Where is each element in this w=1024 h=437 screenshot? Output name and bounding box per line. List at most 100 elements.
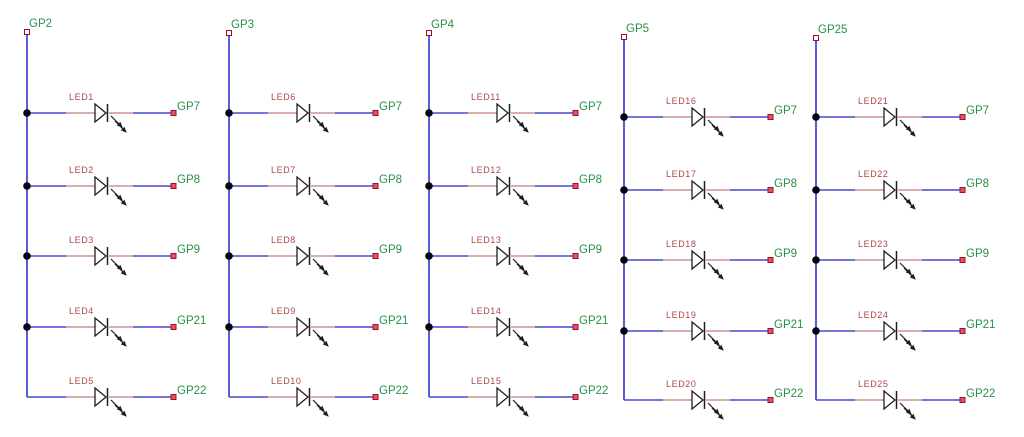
led-emission-arrowhead-icon (717, 203, 724, 210)
led-emission-arrowhead-icon (116, 405, 123, 412)
led-ref-label: LED1 (69, 92, 94, 102)
led-emission-arrowhead-icon (909, 203, 916, 210)
source-terminal-pin-icon (226, 30, 232, 36)
target-terminal-pin-icon (959, 257, 966, 263)
junction-dot-icon (812, 327, 820, 335)
target-net-label: GP7 (379, 101, 402, 113)
junction-dot-icon (425, 109, 433, 117)
led-ref-label: LED20 (666, 379, 697, 389)
led-ref-label: LED10 (271, 376, 302, 386)
source-terminal-pin-icon (813, 35, 819, 41)
diode-triangle-icon (883, 179, 897, 201)
led-ref-label: LED17 (666, 169, 697, 179)
led-emission-arrowhead-icon (905, 125, 912, 132)
led-emission-arrowhead-icon (905, 268, 912, 275)
junction-dot-icon (812, 113, 820, 121)
target-net-label: GP7 (774, 105, 797, 117)
target-terminal-pin-icon (372, 110, 379, 116)
led-emission-arrowhead-icon (322, 199, 329, 206)
led-ref-label: LED18 (666, 239, 697, 249)
target-terminal-pin-icon (572, 253, 579, 259)
led-emission-arrowhead-icon (318, 335, 325, 342)
diode-triangle-icon (883, 106, 897, 128)
diode-triangle-icon (496, 175, 510, 197)
target-net-label: GP9 (379, 244, 402, 256)
junction-dot-icon (23, 109, 31, 117)
target-net-label: GP22 (177, 385, 206, 397)
led-column-GP3: GP3LED6GP7LED7GP8LED8GP9LED9GP21LED10GP2… (225, 19, 408, 417)
diode-triangle-icon (883, 249, 897, 271)
target-terminal-pin-icon (959, 187, 966, 193)
led-emission-arrowhead-icon (518, 121, 525, 128)
target-net-label: GP7 (177, 101, 200, 113)
led-ref-label: LED14 (471, 306, 502, 316)
junction-dot-icon (620, 327, 628, 335)
led-ref-label: LED3 (69, 235, 94, 245)
target-net-label: GP22 (966, 388, 995, 400)
diode-triangle-icon (94, 102, 108, 124)
target-terminal-pin-icon (959, 114, 966, 120)
led-emission-arrowhead-icon (120, 269, 127, 276)
diode-triangle-icon (883, 389, 897, 411)
led-ref-label: LED11 (471, 92, 501, 102)
target-terminal-pin-icon (767, 114, 774, 120)
source-net-label: GP2 (29, 18, 52, 30)
target-net-label: GP22 (379, 385, 408, 397)
led-emission-arrowhead-icon (322, 126, 329, 133)
target-net-label: GP21 (966, 319, 995, 331)
led-emission-arrowhead-icon (905, 408, 912, 415)
led-ref-label: LED4 (69, 306, 94, 316)
led-emission-arrowhead-icon (713, 125, 720, 132)
led-emission-arrowhead-icon (522, 340, 529, 347)
led-ref-label: LED22 (858, 169, 889, 179)
target-terminal-pin-icon (572, 324, 579, 330)
led-emission-arrowhead-icon (717, 413, 724, 420)
target-terminal-pin-icon (170, 253, 177, 259)
source-terminal-pin-icon (24, 29, 30, 35)
target-net-label: GP21 (379, 315, 408, 327)
junction-dot-icon (620, 113, 628, 121)
junction-dot-icon (425, 323, 433, 331)
diode-triangle-icon (296, 175, 310, 197)
target-terminal-pin-icon (572, 394, 579, 400)
target-net-label: GP7 (966, 105, 989, 117)
diode-triangle-icon (94, 245, 108, 267)
target-net-label: GP8 (579, 174, 602, 186)
diode-triangle-icon (883, 320, 897, 342)
led-emission-arrowhead-icon (713, 268, 720, 275)
junction-dot-icon (23, 182, 31, 190)
target-net-label: GP21 (774, 319, 803, 331)
target-net-label: GP21 (177, 315, 206, 327)
led-ref-label: LED5 (69, 376, 94, 386)
target-net-label: GP21 (579, 315, 608, 327)
diode-triangle-icon (94, 175, 108, 197)
diode-triangle-icon (496, 102, 510, 124)
target-terminal-pin-icon (572, 110, 579, 116)
led-emission-arrowhead-icon (909, 344, 916, 351)
target-terminal-pin-icon (170, 183, 177, 189)
led-ref-label: LED12 (471, 165, 502, 175)
diode-triangle-icon (496, 245, 510, 267)
target-net-label: GP9 (774, 248, 797, 260)
source-net-label: GP3 (231, 19, 254, 31)
target-terminal-pin-icon (767, 257, 774, 263)
junction-dot-icon (225, 182, 233, 190)
target-net-label: GP7 (579, 101, 602, 113)
led-emission-arrowhead-icon (120, 340, 127, 347)
